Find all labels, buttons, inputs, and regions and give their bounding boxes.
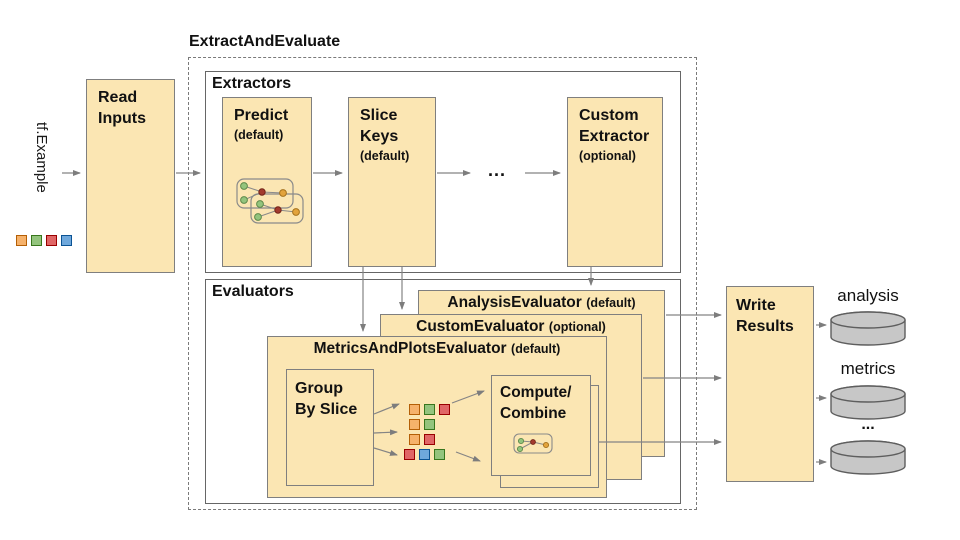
metrics-and-plots-evaluator-card: MetricsAndPlotsEvaluator (default) Group… (267, 336, 607, 498)
example-square-red (404, 449, 415, 460)
example-square-red (439, 404, 450, 415)
analysis-evaluator-qualifier: (default) (586, 296, 636, 310)
slice-keys-label-line2: Keys (360, 128, 399, 145)
example-square-green (424, 404, 435, 415)
predict-label: Predict (234, 107, 289, 124)
slice-keys-qualifier: (default) (360, 149, 410, 163)
read-inputs-box: Read Inputs (86, 79, 175, 273)
evaluators-frame-label: Evaluators (212, 283, 294, 300)
grid-row (409, 419, 450, 430)
write-results-label-line1: Write (736, 297, 776, 314)
metrics-database-cylinder-icon (830, 385, 906, 420)
group-by-slice-label-line1: Group (295, 380, 343, 397)
sliced-examples-grid (404, 404, 450, 460)
input-label: tf.Example (33, 122, 50, 193)
example-square-blue (419, 449, 430, 460)
custom-extractor-qualifier: (optional) (579, 149, 636, 163)
compute-combine-box: Compute/ Combine (491, 375, 591, 476)
model-graph-icon (236, 178, 304, 224)
example-square-red (46, 235, 57, 246)
output-label-analysis: analysis (837, 286, 899, 305)
write-results-box: Write Results (726, 286, 814, 482)
grid-row (404, 449, 450, 460)
example-square-orange (16, 235, 27, 246)
predict-qualifier: (default) (234, 128, 284, 142)
diagram-title: ExtractAndEvaluate (189, 33, 341, 50)
example-square-green (434, 449, 445, 460)
example-square-blue (61, 235, 72, 246)
compute-combine-label-line1: Compute/ (500, 384, 572, 401)
extractors-frame-label: Extractors (212, 75, 292, 92)
custom-extractor-label-line2: Extractor (579, 128, 650, 145)
write-results-label-line2: Results (736, 318, 794, 335)
example-square-green (31, 235, 42, 246)
grid-row (409, 404, 450, 415)
metrics-and-plots-evaluator-label: MetricsAndPlotsEvaluator (313, 340, 507, 357)
input-format-squares (16, 235, 72, 246)
analysis-evaluator-label: AnalysisEvaluator (447, 294, 582, 311)
evaluators-frame: Evaluators (205, 279, 681, 504)
read-inputs-label-line1: Read (98, 89, 138, 106)
predict-extractor-box: Predict (default) (222, 97, 312, 267)
custom-extractor-label-line1: Custom (579, 107, 639, 124)
other-database-cylinder-icon (830, 440, 906, 475)
example-square-orange (409, 434, 420, 445)
grid-row (409, 434, 450, 445)
output-label-metrics: metrics (840, 359, 896, 378)
group-by-slice-box: Group By Slice (286, 369, 374, 486)
slice-keys-extractor-box: Slice Keys (default) (348, 97, 436, 267)
compute-combine-label-line2: Combine (500, 405, 567, 422)
custom-extractor-box: Custom Extractor (optional) (567, 97, 663, 267)
custom-evaluator-qualifier: (optional) (548, 320, 606, 334)
example-square-orange (409, 404, 420, 415)
extract-and-evaluate-frame (188, 57, 697, 510)
read-inputs-label-line2: Inputs (98, 110, 146, 127)
output-label-ellipsis: ... (861, 416, 875, 433)
metrics-and-plots-evaluator-header: MetricsAndPlotsEvaluator (default) (268, 337, 606, 358)
combine-graph-icon (513, 433, 553, 454)
example-square-green (424, 419, 435, 430)
example-square-red (424, 434, 435, 445)
metrics-and-plots-evaluator-qualifier: (default) (511, 342, 561, 356)
extractors-ellipsis: ... (488, 160, 507, 180)
example-square-orange (409, 419, 420, 430)
extractors-frame: Extractors (205, 71, 681, 273)
custom-evaluator-label: CustomEvaluator (416, 318, 545, 335)
analysis-database-cylinder-icon (830, 311, 906, 346)
slice-keys-label-line1: Slice (360, 107, 398, 124)
group-by-slice-label-line2: By Slice (295, 401, 358, 418)
